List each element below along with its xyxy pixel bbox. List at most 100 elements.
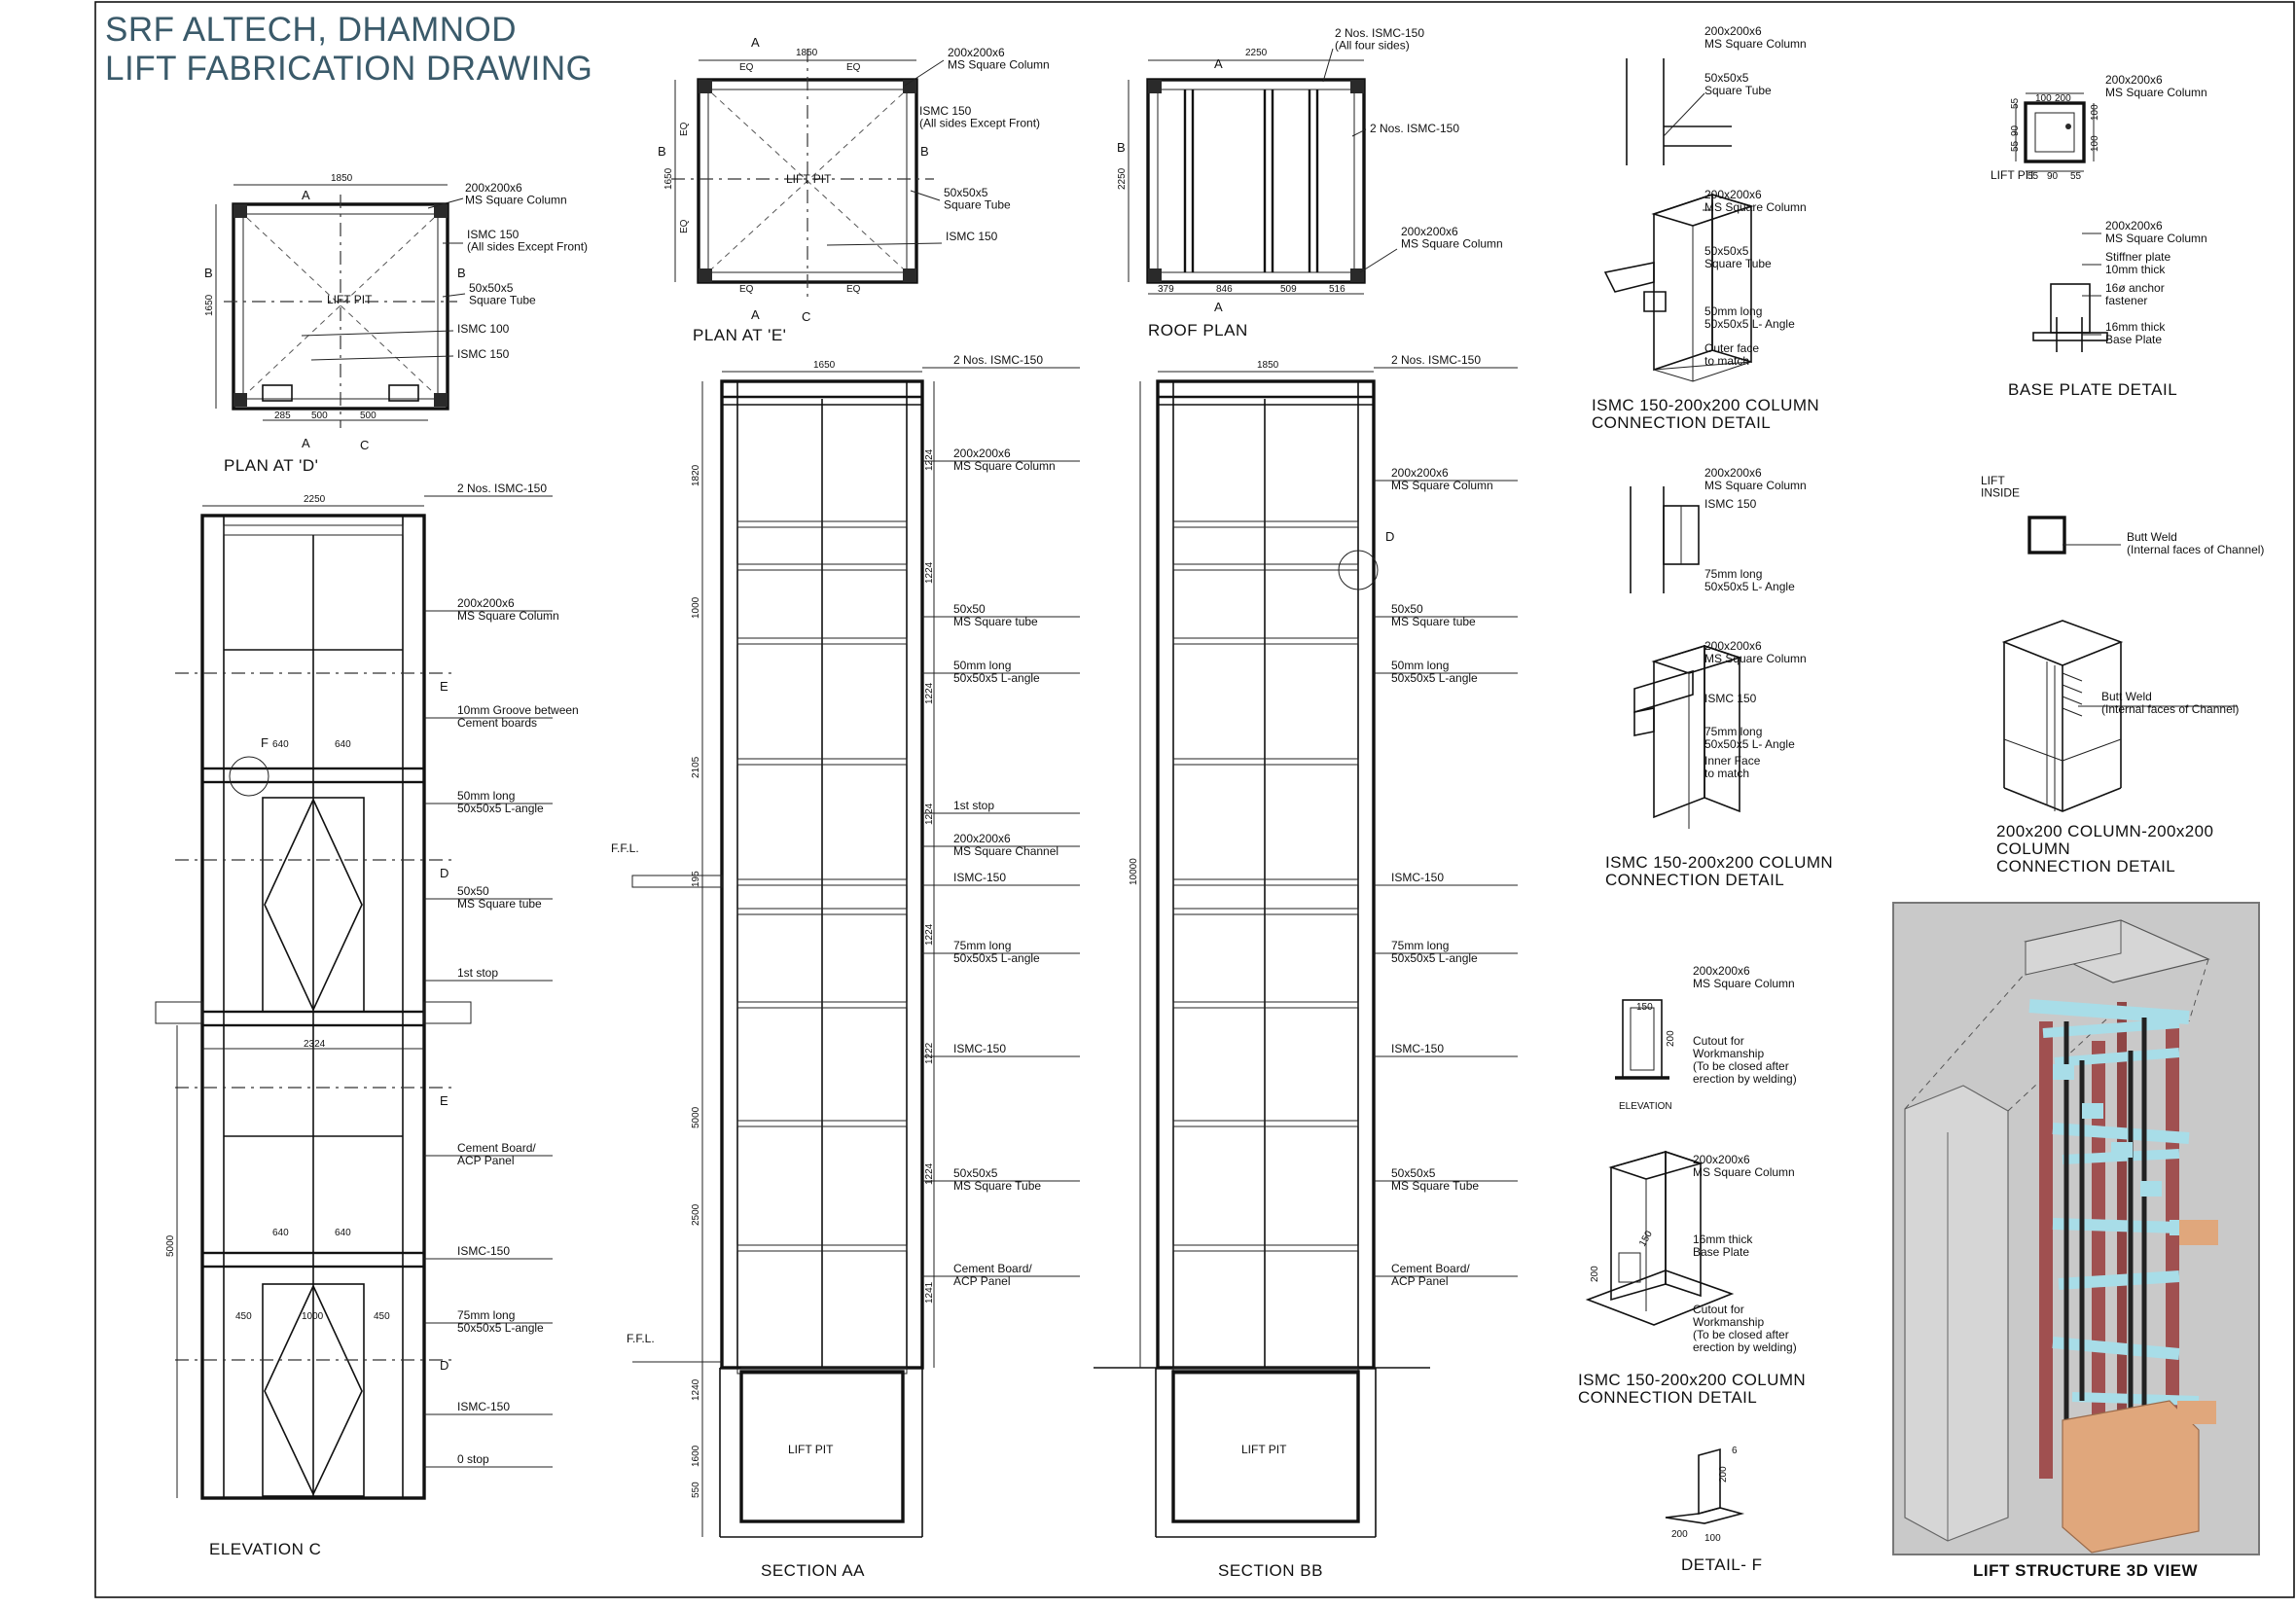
bb-pit: LIFT PIT (1241, 1443, 1287, 1456)
plan-d-dim-b2: 500 (311, 411, 328, 421)
bw-label-2: Butt Weld(Internal faces of Channel) (2101, 690, 2239, 716)
bb-caption: SECTION BB (1218, 1561, 1323, 1580)
roof-dim-b3: 509 (1280, 284, 1297, 295)
roof-dim-b1: 379 (1158, 284, 1174, 295)
butt-weld-labels: Butt Weld(Internal faces of Channel) Butt… (2078, 530, 2264, 716)
plan-d-dim-b3: 500 (360, 411, 377, 421)
conn2-top-1: ISMC 150 (1704, 497, 1757, 511)
roof-mark-a-bot: A (1214, 300, 1223, 314)
sheet-border (94, 1, 2295, 1598)
aa-label-0: 2 Nos. ISMC-150 (953, 353, 1043, 367)
bp-dim-7: 90 (2047, 171, 2059, 182)
plan-d-ismc100: ISMC 100 (457, 322, 510, 336)
roof-dim-height: 2250 (1117, 167, 1128, 190)
r3d-block-3 (2140, 1181, 2162, 1197)
plan-e-ismc-label: ISMC 150(All sides Except Front) (919, 104, 1040, 130)
bw-label-1: Butt Weld(Internal faces of Channel) (2127, 530, 2264, 556)
aa-dim-left-4: 5000 (691, 1106, 701, 1128)
plan-e-eq-2: EQ (846, 62, 861, 73)
bb-mark-d: D (1385, 529, 1394, 544)
section-aa: LIFT PIT 1650 F.F.L. F.F.L. 182010002105… (611, 360, 935, 1580)
plan-e-dim-height: 1650 (664, 167, 674, 190)
conn3-dim-150b: 150 (1637, 1229, 1655, 1248)
plan-e-mark-c: C (802, 309, 810, 324)
elev-caption: ELEVATION C (209, 1540, 321, 1558)
elev-dim-450a: 450 (235, 1311, 252, 1322)
aa-dim-right-0: 1224 (924, 448, 935, 471)
plan-d-ismc150: ISMC 150 (457, 347, 510, 361)
roof-mark-b: B (1117, 140, 1126, 155)
roof-caption: ROOF PLAN (1148, 321, 1248, 339)
elevation-c: 2250 2324 5000 640 640 640 640 450 1000 … (155, 494, 472, 1558)
plan-e-pit: LIFT PIT (786, 172, 832, 186)
bb-label-0: 2 Nos. ISMC-150 (1391, 353, 1481, 367)
aa-dim-right-4: 1224 (924, 923, 935, 946)
r3d-bar-6 (2058, 1270, 2180, 1290)
bb-rail-1 (1172, 563, 1359, 571)
r3d-bar-0 (2028, 999, 2190, 1024)
aa-rail-8 (736, 1244, 908, 1252)
roof-dim-width: 2250 (1245, 48, 1268, 58)
plan-e-mark-a-bot: A (751, 307, 760, 322)
lift-3d-view: LIFT STRUCTURE 3D VIEW (1892, 902, 2260, 1580)
title-line-1: SRF ALTECH, DHAMNOD (105, 11, 517, 49)
aa-caption: SECTION AA (761, 1561, 865, 1580)
plan-d-pit: LIFT PIT (327, 293, 373, 306)
elev-mark-d2: D (440, 1358, 448, 1373)
elev-dim-640d: 640 (335, 1228, 351, 1238)
bp-caption: BASE PLATE DETAIL (2008, 380, 2177, 399)
roof-plan: 2250 2250 379 846 509 516 A A B 2 Nos. I… (1117, 26, 1503, 339)
aa-ffl-2: F.F.L. (627, 1332, 655, 1345)
elev-dim-640a: 640 (272, 739, 289, 750)
elev-dim-640c: 640 (272, 1228, 289, 1238)
plan-d-mark-b-left: B (204, 266, 213, 280)
elev-label-7: ISMC-150 (457, 1244, 510, 1258)
aa-label-6: ISMC-150 (953, 871, 1006, 884)
detail-f-dim-200b: 200 (1671, 1529, 1688, 1540)
aa-rail-6 (736, 1001, 908, 1009)
aa-rail-3 (736, 758, 908, 766)
bb-label-6: ISMC-150 (1391, 1042, 1444, 1055)
plan-e-ismc150: ISMC 150 (946, 230, 998, 243)
roof-dim-b2: 846 (1216, 284, 1233, 295)
bp-dim-9: 100 (2090, 135, 2100, 152)
plan-d-mark-b-right: B (457, 266, 466, 280)
elev-mark-e2: E (440, 1093, 448, 1108)
elev-label-6: Cement Board/ACP Panel (457, 1141, 536, 1167)
bb-rail-2 (1172, 637, 1359, 645)
aa-dim-right-1: 1224 (924, 561, 935, 584)
aa-dim-left-2: 2105 (691, 756, 701, 778)
elev-dim-top: 2250 (304, 494, 326, 505)
aa-rail-7 (736, 1120, 908, 1127)
aa-dim-top: 1650 (813, 360, 836, 371)
r3d-bar-7 (2052, 1337, 2180, 1360)
aa-dim-left-6: 1240 (691, 1378, 701, 1401)
